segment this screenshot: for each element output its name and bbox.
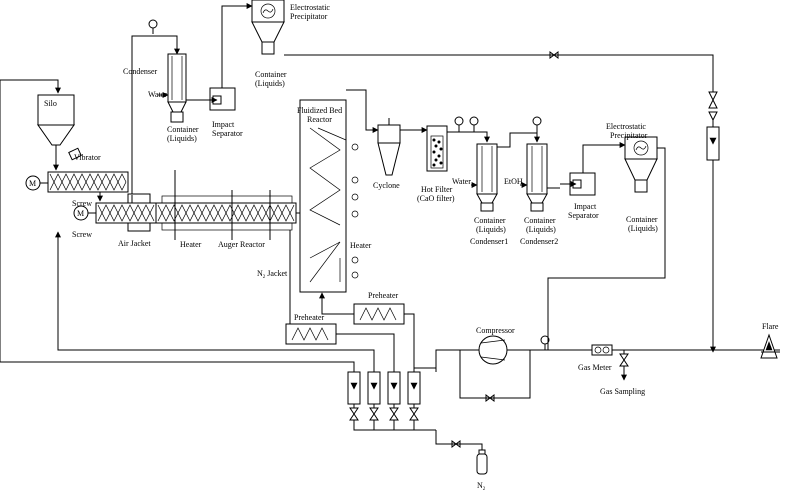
- container-liquids-right-label: Container (Liquids): [626, 215, 660, 233]
- fluidized-bed-reactor-label: Fluidized Bed Reactor: [297, 106, 344, 124]
- preheater-lower-label: Preheater: [294, 313, 325, 322]
- motor-icon: [25, 175, 41, 191]
- gas-sampling-port[interactable]: [619, 350, 629, 381]
- valve-icon[interactable]: [549, 51, 559, 59]
- screw-lower-label: Screw: [72, 230, 92, 239]
- condenser2-label: Condenser2: [520, 237, 558, 246]
- needle-valve-icon[interactable]: [349, 407, 419, 421]
- heater-auger-label: Heater: [180, 240, 202, 249]
- right-electrostatic-precipitator: [547, 136, 666, 337]
- impact-separator-right-label: Impact Separator: [568, 202, 599, 220]
- pressure-gauge-icon: [469, 116, 479, 126]
- silo-feed-system: [0, 79, 157, 232]
- n2-bottle-label: N2: [477, 481, 486, 492]
- preheater-upper-label: Preheater: [368, 291, 399, 300]
- silo-label: Silo: [44, 99, 57, 108]
- top-precipitator-label: Electrostatic Precipitator: [290, 3, 332, 21]
- gas-meter: [591, 344, 613, 356]
- top-electrostatic-precipitator: [251, 0, 714, 92]
- container-condenser2-label: Container (Liquids): [524, 216, 558, 234]
- water-left-label: Water: [148, 90, 167, 99]
- container-condenser1-label: Container (Liquids): [474, 216, 508, 234]
- water-right-label: Water: [452, 177, 471, 186]
- right-impact-separator: [560, 142, 626, 196]
- container-liquids-top-label: Container (Liquids): [255, 70, 289, 88]
- heater-fbr-label: Heater: [350, 241, 372, 250]
- preheater-upper: [321, 303, 415, 368]
- auger-reactor-label: Auger Reactor: [218, 240, 265, 249]
- preheater-lower: [285, 323, 395, 368]
- compressor-label: Compressor: [476, 326, 515, 335]
- gas-sampling-label: Gas Sampling: [600, 387, 645, 396]
- top-left-condensing-train: [131, 3, 253, 195]
- motor-icon: [73, 205, 89, 221]
- cyclone-label: Cyclone: [373, 181, 400, 190]
- right-precipitator-label: Electrostatic Precipitator: [606, 122, 648, 140]
- auger-reactor: [131, 170, 300, 325]
- condenser-left-label: Condenser: [123, 67, 158, 76]
- hot-filter-label: Hot Filter (CaO filter): [417, 185, 455, 203]
- vibrator-label: Vibrator: [74, 153, 101, 162]
- compressor: [459, 335, 780, 402]
- pressure-gauge-icon: [148, 19, 158, 29]
- motor-label: M: [29, 179, 36, 188]
- valve-icon[interactable]: [485, 394, 495, 402]
- flare-label: Flare: [762, 322, 779, 331]
- cyclone: [377, 118, 428, 176]
- n2-cylinder: [435, 430, 488, 475]
- cao-filter-granules: [432, 138, 443, 167]
- right-flowmeter-branch: [706, 91, 720, 353]
- fluidized-bed-reactor: [299, 89, 379, 305]
- condenser-1: [471, 132, 540, 212]
- condenser-2: [520, 116, 560, 212]
- rotameter-bank: [0, 80, 480, 431]
- pressure-gauge-icon: [532, 116, 542, 126]
- motor-label: M: [77, 209, 84, 218]
- pressure-gauge-icon: [454, 116, 464, 126]
- pressure-gauge-icon: [540, 335, 550, 345]
- screw-upper-label: Screw: [72, 199, 92, 208]
- etoh-label: EtOH: [504, 177, 523, 186]
- valve-icon[interactable]: [451, 440, 461, 448]
- hot-filter: [426, 116, 490, 172]
- air-jacket-label: Air Jacket: [118, 239, 151, 248]
- flare: [760, 333, 780, 359]
- container-liquids-left-label: Container (Liquids): [167, 125, 201, 143]
- impact-separator-left-label: Impact Separator: [212, 120, 243, 138]
- gas-meter-label: Gas Meter: [578, 363, 612, 372]
- condenser1-label: Condenser1: [470, 237, 508, 246]
- thermocouple-icon: [351, 143, 359, 279]
- n2-jacket-label: N2 Jacket: [257, 269, 288, 280]
